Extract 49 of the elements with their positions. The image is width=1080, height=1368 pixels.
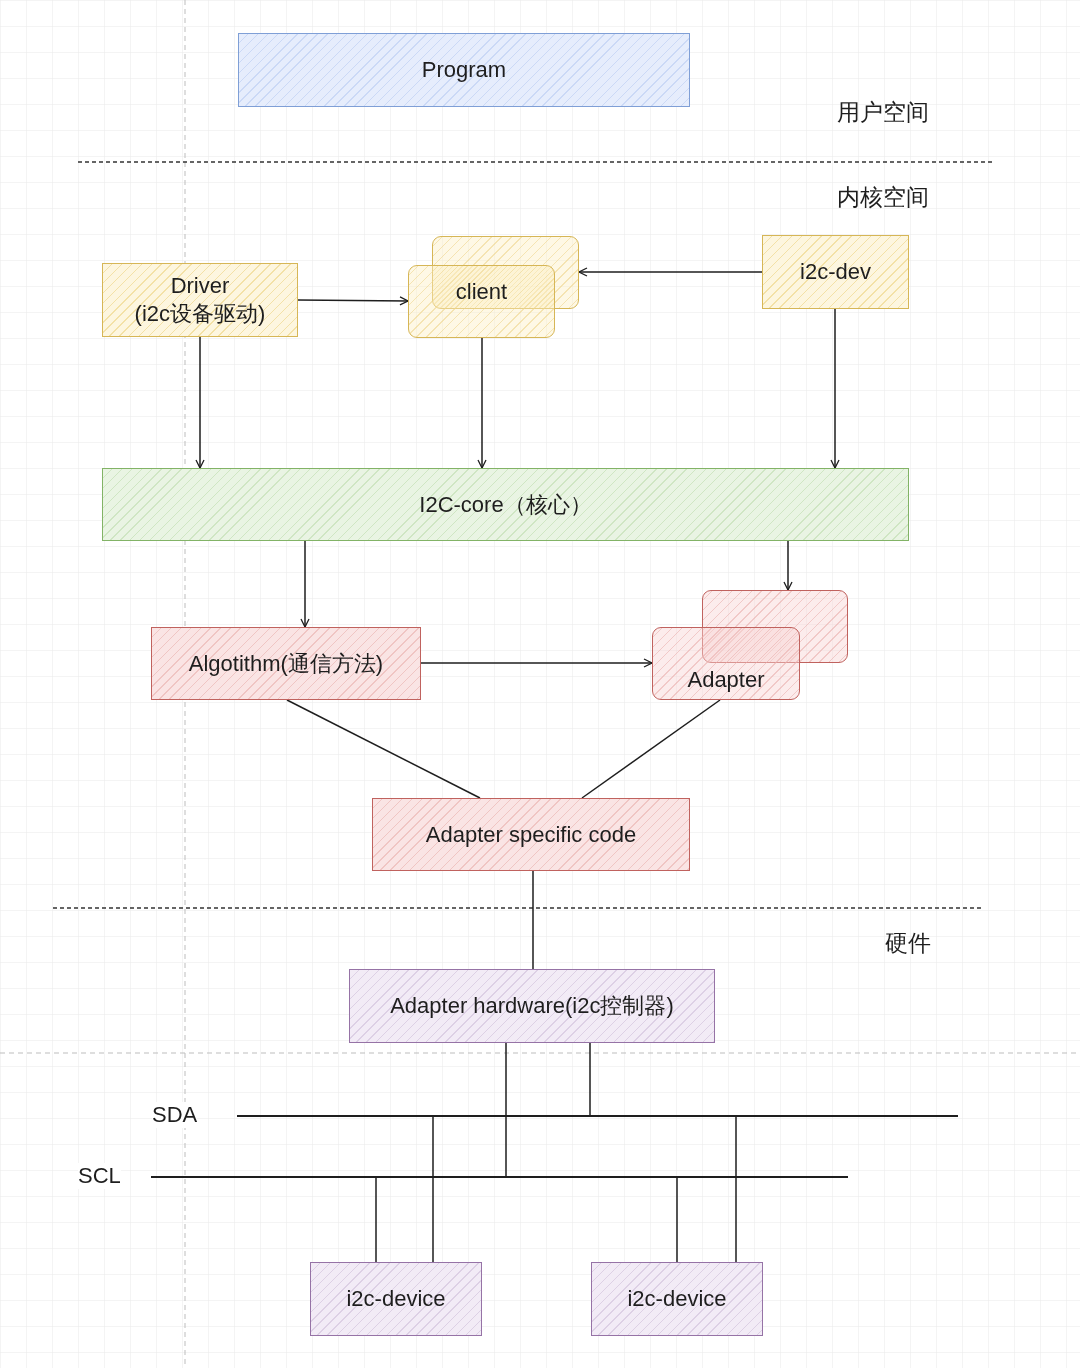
box-label: Driver xyxy=(170,272,230,300)
process-box xyxy=(762,235,909,309)
bus-line xyxy=(237,1115,958,1117)
process-box xyxy=(652,627,800,700)
connector-line xyxy=(589,1042,591,1116)
box-label: Adapter xyxy=(687,666,765,694)
signal-label: SCL xyxy=(78,1163,121,1189)
box-label: i2c-dev xyxy=(800,258,871,286)
signal-label: SDA xyxy=(152,1102,198,1128)
connector-line xyxy=(432,1116,434,1263)
box-label: Adapter hardware(i2c控制器) xyxy=(390,992,674,1020)
arrow xyxy=(578,267,763,277)
process-box xyxy=(372,798,690,871)
process-box xyxy=(349,969,715,1043)
arrow xyxy=(783,540,793,591)
connector-line xyxy=(286,699,481,799)
connector-line xyxy=(676,1177,678,1263)
connector-line xyxy=(505,1042,507,1177)
connector-line xyxy=(532,870,534,970)
region-label: 硬件 xyxy=(885,929,931,958)
box-label: i2c-device xyxy=(346,1285,446,1313)
stacked-box xyxy=(702,590,848,663)
arrow xyxy=(420,658,653,668)
connector-line xyxy=(375,1177,377,1263)
box-label: I2C-core（核心） xyxy=(419,490,592,519)
stacked-box xyxy=(432,236,579,309)
arrow xyxy=(830,308,840,469)
connector-line xyxy=(581,699,721,799)
arrow xyxy=(297,296,409,306)
box-label: Program xyxy=(421,56,507,84)
box-label: Algotithm(通信方法) xyxy=(188,649,384,678)
process-box xyxy=(102,263,298,337)
process-box xyxy=(591,1262,763,1336)
box-label: Adapter specific code xyxy=(425,820,637,849)
process-box xyxy=(408,265,555,338)
arrow xyxy=(477,337,487,469)
box-label: i2c-device xyxy=(627,1285,727,1313)
arrow xyxy=(300,540,310,628)
connector-line xyxy=(735,1116,737,1263)
process-box xyxy=(310,1262,482,1336)
process-box xyxy=(102,468,909,541)
process-box xyxy=(151,627,421,700)
arrow xyxy=(195,336,205,469)
region-label: 用户空间 xyxy=(837,98,929,127)
box-label: client xyxy=(455,278,508,306)
bus-line xyxy=(151,1176,848,1178)
process-box xyxy=(238,33,690,107)
region-label: 内核空间 xyxy=(837,183,929,212)
box-label: (i2c设备驱动) xyxy=(134,300,266,328)
